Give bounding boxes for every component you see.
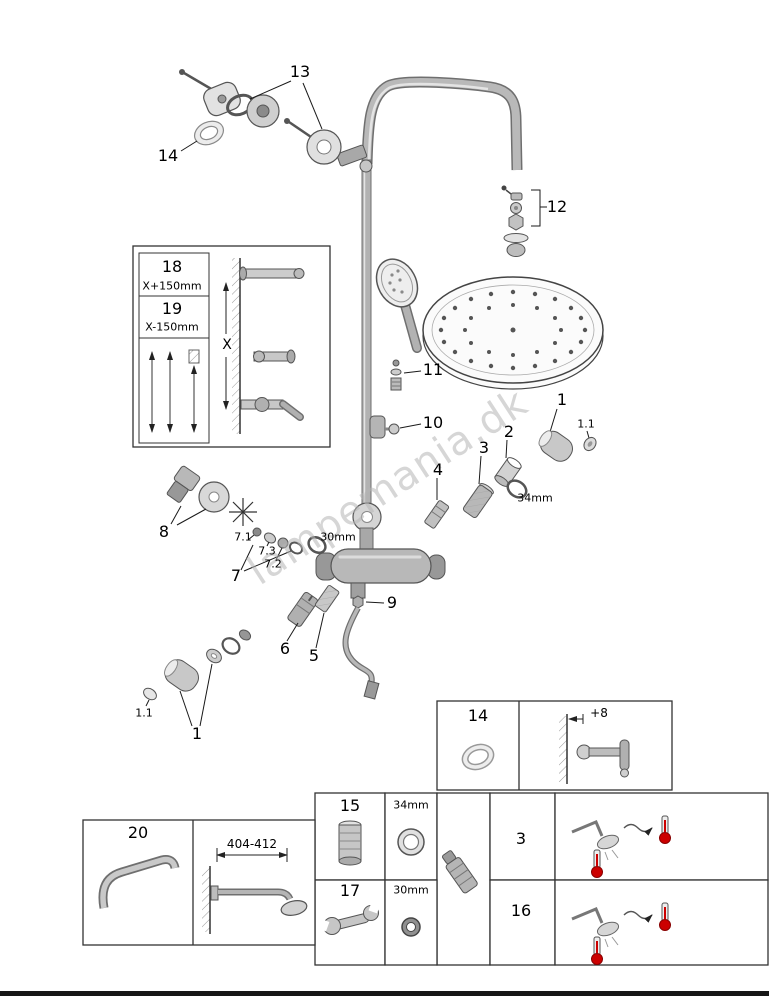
gasket-14 <box>193 120 225 146</box>
cap-parts-bottom-left <box>143 629 252 727</box>
gasket-drawing <box>461 743 495 771</box>
glide-element <box>369 415 422 439</box>
dim-30mm: 30mm <box>320 530 356 544</box>
callout-14: 14 <box>157 146 179 165</box>
spare-box-14 <box>436 700 673 791</box>
dim-plus8: +8 <box>590 706 608 720</box>
table-label-15: 15 <box>339 796 361 815</box>
callout-3: 3 <box>478 438 490 457</box>
callout-9: 9 <box>386 593 398 612</box>
table-dim-30mm: 30mm <box>393 883 429 897</box>
callout-7: 7 <box>230 566 242 585</box>
inlet-parts-right <box>424 408 597 529</box>
cartridge-drawing <box>338 824 362 862</box>
screw-icon <box>179 69 185 75</box>
shower-riser-and-arm <box>336 76 523 541</box>
arm-joint-parts <box>501 185 547 257</box>
callout-5: 5 <box>308 646 320 665</box>
dim-34mm: 34mm <box>517 491 553 505</box>
callout-4: 4 <box>432 460 444 479</box>
wall-hatch <box>232 258 240 434</box>
coupling-drawing <box>441 850 478 894</box>
callout-1-1-bottom: 1.1 <box>135 706 153 720</box>
callout-19: 19 <box>161 299 183 318</box>
callout-7-2: 7.2 <box>264 557 282 571</box>
callout-6: 6 <box>279 639 291 658</box>
wrench-drawing <box>316 901 381 935</box>
callout-1-1-right: 1.1 <box>577 417 595 431</box>
callout-1-bottom: 1 <box>191 724 203 743</box>
spray-nozzles <box>438 289 588 371</box>
callout-2: 2 <box>503 422 515 441</box>
table-label-16: 16 <box>510 901 532 920</box>
pipe-length-box <box>132 245 331 448</box>
table-label-17: 17 <box>339 881 361 900</box>
union-parts-left <box>166 465 327 572</box>
wall-union-parts <box>179 69 342 165</box>
overhead-shower <box>422 276 604 390</box>
table-label-20: 20 <box>127 823 149 842</box>
dim-x: X <box>222 337 232 353</box>
table-dim-34mm: 34mm <box>393 798 429 812</box>
callout-1-right: 1 <box>556 390 568 409</box>
callout-18: 18 <box>161 257 183 276</box>
callout-10: 10 <box>422 413 444 432</box>
dim-x-plus-150: X+150mm <box>142 279 202 293</box>
dim-404-412: 404-412 <box>226 837 278 851</box>
table-label-3: 3 <box>515 829 527 848</box>
thermostat-valve <box>315 502 446 700</box>
table-label-14: 14 <box>467 706 489 725</box>
dim-x-minus-150: X-150mm <box>145 320 199 334</box>
callout-7-1: 7.1 <box>234 530 252 544</box>
spare-table-rows <box>314 792 769 965</box>
callout-13: 13 <box>289 62 311 81</box>
cartridge-parts <box>286 585 340 649</box>
hand-shower <box>375 258 422 391</box>
callout-8: 8 <box>158 522 170 541</box>
valve-body <box>330 548 432 584</box>
spare-box-20 <box>82 819 316 946</box>
callout-7-3: 7.3 <box>258 544 276 558</box>
callout-12: 12 <box>546 197 568 216</box>
callout-11: 11 <box>422 360 444 379</box>
impact-symbol <box>229 498 257 526</box>
page-footer-rule <box>0 991 769 996</box>
hose-nut-9 <box>352 595 364 609</box>
